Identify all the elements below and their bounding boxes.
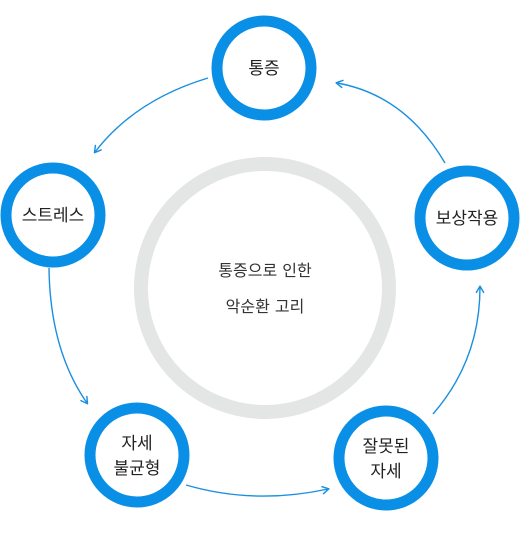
center-label-line-1: 통증으로 인한 bbox=[218, 261, 312, 280]
node-pain-label: 통증 bbox=[248, 59, 279, 79]
node-imbalance-label-line-2: 불균형 bbox=[114, 459, 161, 479]
cycle-arrows bbox=[48, 77, 485, 497]
center-label-line-2: 악순환 고리 bbox=[226, 297, 305, 316]
node-compensation-label: 보상작용 bbox=[436, 209, 499, 229]
center-circle: 통증으로 인한 악순환 고리 bbox=[134, 157, 396, 419]
node-compensation: 보상작용 bbox=[414, 165, 520, 271]
node-pain: 통증 bbox=[211, 15, 317, 121]
arrow-pain-to-stress bbox=[93, 77, 209, 154]
arrow-stress-to-imbalance bbox=[48, 267, 89, 405]
node-stress: 스트레스 bbox=[0, 162, 106, 268]
arrow-wrong-posture-to-compensation bbox=[432, 285, 485, 415]
node-wrong-posture-label-line-2: 자세 bbox=[370, 462, 401, 482]
node-imbalance-label-line-1: 자세 bbox=[121, 434, 152, 454]
arrow-imbalance-to-wrong-posture bbox=[185, 484, 330, 497]
node-stress-label: 스트레스 bbox=[22, 206, 85, 226]
node-wrong-posture: 잘못된 자세 bbox=[333, 405, 439, 511]
arrow-compensation-to-pain bbox=[335, 79, 446, 164]
node-wrong-posture-label-line-1: 잘못된 bbox=[363, 437, 410, 457]
node-imbalance: 자세 불균형 bbox=[84, 402, 190, 508]
